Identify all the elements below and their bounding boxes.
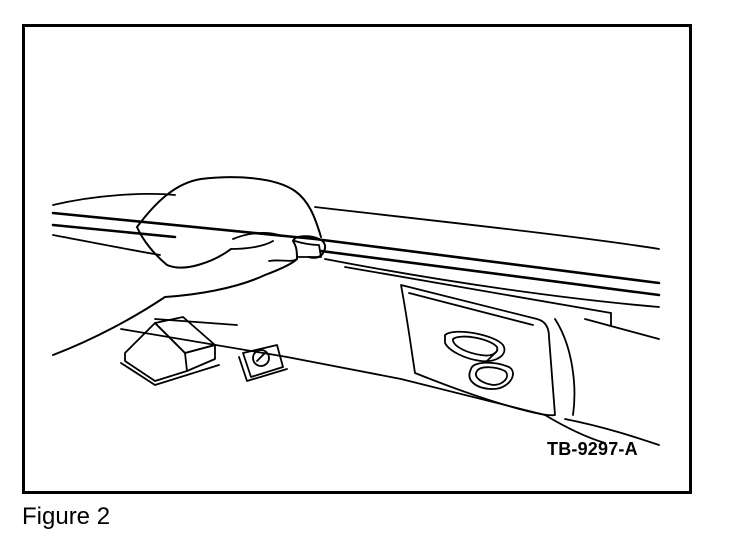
weatherstrip-lower-edge	[51, 223, 177, 239]
hand-back-contour	[136, 176, 322, 238]
figure-caption: Figure 2	[22, 503, 111, 530]
connector-block-side	[184, 344, 216, 372]
inner-panel-contour	[52, 234, 161, 256]
figure-reference-code: TB-9297-A	[547, 439, 638, 459]
clip-base	[238, 356, 288, 382]
panel-right-edge	[554, 318, 576, 416]
fingertip-pinch	[294, 240, 322, 258]
roof-edge-line-right	[314, 206, 660, 250]
thumb-outline	[136, 226, 232, 269]
lower-panel-curve	[544, 414, 606, 444]
clip-round-head	[252, 349, 270, 367]
lower-panel-bottom	[564, 418, 660, 446]
pull-loop	[468, 361, 514, 390]
finger-crease-2	[230, 240, 274, 250]
door-handle-slot-inner	[452, 335, 499, 357]
clip-housing	[242, 344, 284, 378]
door-handle-slot	[444, 330, 506, 363]
pull-loop-stem	[486, 352, 496, 362]
hand-outline	[52, 235, 327, 356]
pull-loop-inner	[475, 366, 508, 386]
line-art-illustration	[51, 176, 661, 446]
weatherstrip-lower-edge-right	[319, 249, 661, 297]
roof-edge-line	[52, 192, 176, 206]
panel-step-line	[584, 318, 660, 340]
finger-crease-1	[232, 232, 280, 240]
knuckle-line	[268, 258, 298, 262]
weatherstrip-channel	[324, 258, 660, 308]
figure-frame: TB-9297-A	[22, 24, 692, 494]
weatherstrip-channel-lower	[344, 266, 612, 314]
door-pull-recess-inner	[408, 292, 534, 326]
connector-block-base	[120, 362, 220, 386]
door-pull-recess-outline	[400, 284, 556, 417]
clip-slot	[256, 352, 266, 362]
lower-panel-edge	[120, 328, 546, 416]
weatherstrip-top-edge	[51, 211, 661, 285]
